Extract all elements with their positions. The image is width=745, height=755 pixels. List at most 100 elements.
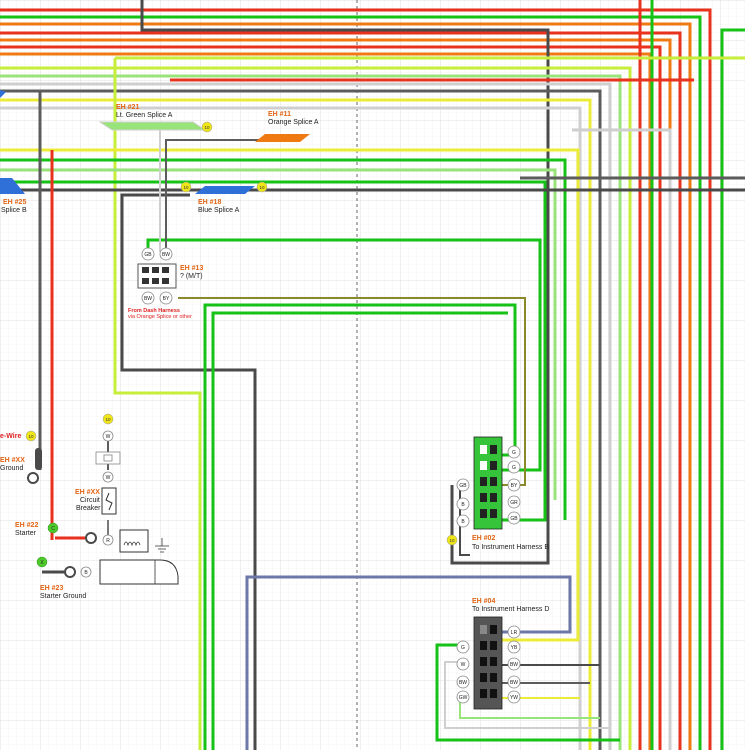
starter-solenoid — [119, 529, 149, 553]
e-wire-ground: e-Wire 10 EH #XX Ground — [0, 430, 42, 484]
wire-green-a — [0, 158, 567, 520]
wire-green-eh04 — [435, 643, 620, 742]
starter-name: Starter — [15, 530, 37, 537]
connector-eh13: GB BW BW BY EH #13 ? (M/T) From Dash Har… — [128, 247, 203, 320]
eh02-right-pin-1 — [507, 445, 521, 459]
splice-green-badge-text: 10 — [204, 125, 210, 130]
wire-gw — [459, 698, 600, 719]
wire-black-loop — [120, 193, 257, 750]
e-wire-badge-text: 10 — [28, 434, 34, 439]
starter-pin-b — [80, 566, 92, 578]
breaker-name-2: Breaker — [76, 505, 101, 512]
ground-id: EH #XX — [0, 457, 25, 464]
wire-green-outer — [720, 28, 745, 750]
eh13-pin-top-1 — [141, 247, 155, 261]
breaker-socket-slot — [103, 454, 113, 462]
eh04-left-pin-1 — [456, 640, 470, 654]
wire-green-1 — [0, 15, 702, 750]
starter-ground-symbol — [155, 538, 169, 553]
splice-blue-id: EH #18 — [198, 199, 221, 206]
wire-green-eh13 — [146, 238, 542, 472]
starter-ring — [85, 532, 97, 544]
eh04-slot-7 — [480, 673, 487, 682]
eh13-id: EH #13 — [180, 265, 203, 272]
eh13-slot-1 — [142, 267, 149, 273]
eh02-left-pin-3-label: B — [461, 519, 465, 525]
eh04-slot-1 — [480, 625, 487, 634]
starter-motor — [99, 559, 179, 585]
starter-id: EH #22 — [15, 522, 38, 529]
eh02-slot-2 — [490, 445, 497, 454]
eh04-right-pin-3 — [507, 657, 521, 671]
eh04-right-pin-1 — [507, 625, 521, 639]
e-wire-badge — [25, 430, 37, 442]
eh02-right-pin-5 — [507, 511, 521, 525]
eh04-slot-2 — [490, 625, 497, 634]
eh04-slot-9 — [480, 689, 487, 698]
splice-blue-a: 10 10 EH #18 Blue Splice A — [180, 181, 268, 214]
splice-blue-name: Blue Splice A — [198, 207, 240, 214]
splice-green-id: EH #21 — [116, 104, 139, 111]
splice-blue-badge-right-text: 10 — [259, 185, 265, 190]
eh04-left-pin-4-label: GW — [459, 695, 468, 701]
eh04-right-pin-5 — [507, 690, 521, 704]
wire-yellow-b — [0, 98, 592, 750]
breaker-badge — [102, 413, 114, 425]
starter-pin-c — [47, 522, 59, 534]
eh02-left-pin-2 — [456, 497, 470, 511]
eh04-slot-10 — [490, 689, 497, 698]
eh02-slot-8 — [490, 493, 497, 502]
eh13-note-1: From Dash Harness — [128, 308, 180, 314]
wire-gray-eh13 — [165, 139, 275, 252]
eh02-right-pin-4 — [507, 495, 521, 509]
eh13-pin-bottom-2 — [159, 291, 173, 305]
e-wire-label: e-Wire — [0, 433, 21, 440]
splice-green-a: 10 EH #21 Lt. Green Splice A — [98, 104, 213, 133]
eh04-right-pin-3-label: BW — [510, 662, 518, 668]
eh04-right-pin-4 — [507, 675, 521, 689]
eh04-slot-6 — [490, 657, 497, 666]
eh02-left-pin-1-label: GB — [459, 483, 467, 489]
eh04-right-pin-2 — [507, 640, 521, 654]
wire-gray-b — [0, 106, 582, 750]
eh13-slot-2 — [152, 267, 159, 273]
eh02-right-pin-5-label: GB — [510, 516, 518, 522]
breaker-name-1: Circuit — [80, 497, 100, 504]
breaker-pin-top-label: W — [106, 434, 111, 440]
breaker-pin-bottom-label: W — [106, 475, 111, 481]
splice-green-shape — [98, 121, 207, 131]
eh13-slot-4 — [142, 278, 149, 284]
breaker-switch — [105, 492, 113, 511]
eh13-slot-3 — [162, 267, 169, 273]
starter-pin-r — [102, 534, 114, 546]
eh04-slot-5 — [480, 657, 487, 666]
eh02-right-pin-2 — [507, 460, 521, 474]
ground-lug — [35, 448, 42, 470]
eh04-slot-4 — [490, 641, 497, 650]
wire-yellow-a — [0, 148, 580, 642]
eh13-pin-top-1-label: GB — [144, 252, 152, 258]
eh02-left-pin-1 — [456, 478, 470, 492]
wire-green-b — [0, 180, 547, 522]
eh13-slot-6 — [162, 278, 169, 284]
eh02-right-pin-4-label: GR — [510, 500, 518, 506]
wire-gray-right — [572, 128, 672, 750]
eh02-right-pin-3-label: BY — [511, 483, 518, 489]
breaker-pin-top — [102, 430, 114, 442]
eh02-left-pin-3 — [456, 514, 470, 528]
eh02-body — [473, 436, 503, 530]
wire-darkgray-sg — [0, 89, 602, 750]
eh13-name: ? (M/T) — [180, 273, 203, 280]
eh02-right-pin-2-label: G — [512, 465, 516, 471]
wire-black-top — [140, 0, 550, 565]
eh04-left-pin-4 — [456, 690, 470, 704]
eh04-right-pin-1-label: LR — [511, 630, 518, 636]
eh13-pin-top-2 — [159, 247, 173, 261]
splice-orange-name: Orange Splice A — [268, 119, 319, 126]
